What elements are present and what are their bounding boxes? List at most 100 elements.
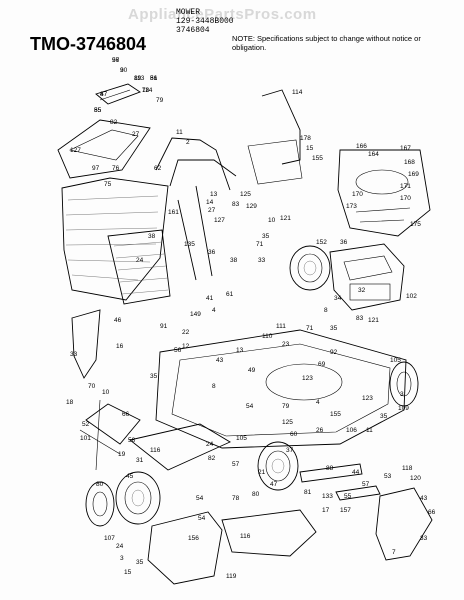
handle-upper: [155, 137, 237, 281]
callout-number: 10: [268, 217, 276, 224]
grass-bag: [61, 177, 171, 305]
callout-number: 87: [100, 91, 108, 98]
callout-number: 23: [282, 341, 290, 348]
callout-number: 47: [270, 481, 278, 488]
mower-deck: [128, 329, 407, 471]
callout-number: 113: [134, 75, 145, 82]
callout-number: 127: [214, 217, 225, 224]
callout-number: 107: [104, 535, 115, 542]
callout-number: 161: [168, 209, 179, 216]
callout-number: 167: [400, 145, 411, 152]
callout-number: 75: [104, 181, 112, 188]
front-wheel-right: [257, 441, 299, 491]
callout-number: 45: [126, 473, 134, 480]
callout-number: 18: [66, 399, 74, 406]
bag-frame: [57, 119, 151, 179]
callout-number: 55: [94, 107, 102, 114]
callout-number: 90: [120, 67, 128, 74]
rear-wheel-left: [85, 481, 115, 527]
callout-number: 157: [340, 507, 351, 514]
height-adjuster: [79, 399, 141, 471]
callout-number: 46: [114, 317, 122, 324]
engine: [329, 243, 405, 311]
callout-number: 80: [96, 481, 104, 488]
engine-detail: [337, 149, 431, 237]
callout-number: 57: [362, 481, 370, 488]
callout-number: 69: [318, 361, 326, 368]
callout-number: 78: [232, 495, 240, 502]
callout-number: 175: [410, 221, 421, 228]
callout-number: 76: [112, 165, 120, 172]
callout-number: 170: [400, 195, 411, 202]
callout-number: 105: [236, 435, 247, 442]
callout-number: 81: [304, 489, 312, 496]
handle-lower: [247, 89, 303, 185]
specification-note: NOTE: Specifications subject to change w…: [232, 34, 421, 52]
callout-number: 10: [102, 389, 110, 396]
callout-number: 15: [124, 569, 132, 576]
callout-number: 82: [110, 119, 118, 126]
callout-number: 32: [358, 287, 366, 294]
callout-number: 3: [120, 67, 124, 74]
callout-number: 125: [240, 191, 251, 198]
bottom-covers: [147, 487, 433, 585]
callout-number: 56: [112, 57, 120, 64]
callout-number: 13: [210, 191, 218, 198]
callout-number: 27: [132, 131, 140, 138]
callout-number: 36: [208, 249, 216, 256]
callout-number: 114: [292, 89, 303, 96]
callout-number: 19: [118, 451, 126, 458]
callout-number: 119: [226, 573, 237, 580]
callout-number: 92: [330, 349, 338, 356]
callout-number: 33: [70, 351, 78, 358]
callout-number: 83: [232, 201, 240, 208]
callout-number: 110: [262, 333, 273, 340]
callout-number: 35: [150, 373, 158, 380]
callout-number: 70: [88, 383, 96, 390]
callout-number: 61: [226, 291, 234, 298]
callout-number: 27: [208, 207, 216, 214]
callout-number: 34: [334, 295, 342, 302]
callout-number: 127: [70, 147, 81, 154]
callout-number: 43: [216, 357, 224, 364]
callout-number: 166: [356, 143, 367, 150]
callout-number: 8: [212, 383, 216, 390]
callout-number: 155: [312, 155, 323, 162]
callout-number: 54: [196, 495, 204, 502]
callout-number: 111: [276, 323, 286, 330]
callout-number: 135: [184, 241, 195, 248]
callout-number: 164: [368, 151, 379, 158]
callout-number: 79: [156, 97, 164, 104]
model-title: TMO-3746804: [30, 34, 147, 54]
engine-shroud-top: [95, 83, 141, 105]
rear-wheel-far-right: [389, 361, 419, 407]
callout-number: 56: [174, 347, 182, 354]
callout-number: 15: [306, 145, 314, 152]
callout-number: 80: [252, 491, 260, 498]
callout-number: 8: [324, 307, 328, 314]
callout-number: 79: [282, 403, 290, 410]
callout-number: 12: [182, 343, 190, 350]
callout-number: 35: [380, 413, 388, 420]
callout-number: 21: [258, 469, 266, 476]
callout-number: 7: [392, 549, 396, 556]
callout-number: 102: [406, 293, 417, 300]
callout-number: 114: [142, 87, 153, 94]
type-label: MOWER: [176, 8, 201, 17]
callout-number: 86: [150, 75, 158, 82]
callout-number: 155: [330, 411, 341, 418]
callout-number: 14: [206, 199, 214, 206]
callout-number: 24: [206, 441, 214, 448]
callout-number: 116: [150, 447, 161, 454]
callout-number: 106: [346, 427, 357, 434]
callout-number: 60: [290, 431, 298, 438]
callout-number: 26: [316, 427, 324, 434]
callout-number: 125: [282, 419, 293, 426]
callout-number: 105: [390, 357, 401, 364]
callout-number: 11: [366, 427, 373, 434]
callout-number: 123: [362, 395, 373, 402]
callout-number: 66: [428, 509, 436, 516]
callout-number: 118: [402, 465, 413, 472]
callout-number: 53: [384, 473, 392, 480]
